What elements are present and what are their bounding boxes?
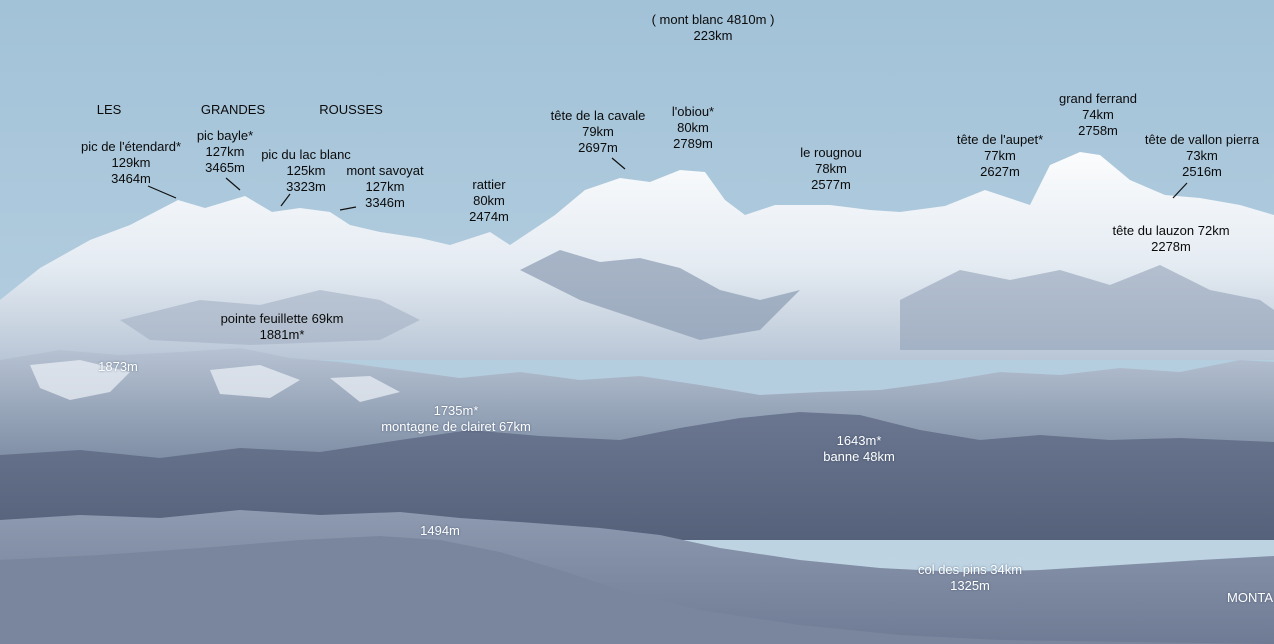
label-altitude: 2278m <box>1151 239 1191 254</box>
label-name: col des pins 34km <box>917 562 1023 577</box>
label-name: le rougnou <box>800 145 862 160</box>
label-distance: 127km <box>365 179 405 194</box>
label-rattier: rattier 80km 2474m <box>469 177 509 225</box>
label-lac-blanc: pic du lac blanc 125km 3323m <box>261 147 351 195</box>
label-lauzon: tête du lauzon 72km 2278m <box>1112 223 1229 255</box>
label-altitude: 3346m <box>365 195 405 210</box>
label-name: montagne de clairet 67km <box>381 419 531 434</box>
label-name: mont savoyat <box>346 163 424 178</box>
label-name: tête de l'aupet* <box>956 132 1044 147</box>
label-distance: 78km <box>815 161 847 176</box>
label-altitude: 3465m <box>205 160 245 175</box>
label-monta: MONTA <box>1227 590 1273 606</box>
label-altitude: 2758m <box>1078 123 1118 138</box>
label-obiou: l'obiou* 80km 2789m <box>672 104 714 152</box>
label-name: tête de la cavale <box>550 108 646 123</box>
label-rougnou: le rougnou 78km 2577m <box>800 145 861 193</box>
leader-lines <box>147 157 1188 211</box>
label-distance: 79km <box>582 124 614 139</box>
label-text: MONTA <box>1227 590 1273 605</box>
label-name: tête de vallon pierra <box>1144 132 1260 147</box>
label-1873m: 1873m <box>98 359 138 375</box>
label-bayle: pic bayle* 127km 3465m <box>197 128 253 176</box>
middle-range <box>0 348 1274 460</box>
label-name: ( mont blanc 4810m ) <box>651 12 775 27</box>
label-savoyat: mont savoyat 127km 3346m <box>346 163 423 211</box>
label-distance: 80km <box>473 193 505 208</box>
lower-hills <box>0 412 1274 540</box>
label-name: pointe feuillette 69km <box>220 311 344 326</box>
label-vallon-pierra: tête de vallon pierra 73km 2516m <box>1145 132 1259 180</box>
label-altitude: 1735m* <box>433 403 479 418</box>
label-les: LES <box>97 102 122 118</box>
label-altitude: 2516m <box>1182 164 1222 179</box>
rock-faces-2 <box>900 265 1274 350</box>
label-name: grand ferrand <box>1058 91 1138 106</box>
rock-faces <box>520 250 800 340</box>
label-distance: 77km <box>984 148 1016 163</box>
label-rousses: ROUSSES <box>319 102 383 118</box>
label-col-des-pins: col des pins 34km 1325m <box>918 562 1022 594</box>
label-ferrand: grand ferrand 74km 2758m <box>1059 91 1137 139</box>
label-name: rattier <box>472 177 506 192</box>
label-name: tête du lauzon 72km <box>1112 223 1230 238</box>
label-altitude: 1643m* <box>836 433 882 448</box>
label-altitude: 1494m <box>420 523 460 538</box>
label-altitude: 3323m <box>286 179 326 194</box>
label-altitude: 1881m* <box>259 327 305 342</box>
label-text: GRANDES <box>200 102 266 117</box>
label-name: l'obiou* <box>671 104 715 119</box>
label-grandes: GRANDES <box>201 102 265 118</box>
label-banne: 1643m* banne 48km <box>823 433 895 465</box>
label-text: LES <box>96 102 122 117</box>
label-text: ROUSSES <box>319 102 383 117</box>
label-distance: 74km <box>1082 107 1114 122</box>
label-altitude: 3464m <box>111 171 151 186</box>
label-clairet: 1735m* montagne de clairet 67km <box>381 403 531 435</box>
rock-faces-3 <box>120 290 420 345</box>
label-cavale: tête de la cavale 79km 2697m <box>551 108 646 156</box>
label-1494m: 1494m <box>420 523 460 539</box>
snow-patches <box>30 360 400 402</box>
label-distance: 80km <box>677 120 709 135</box>
label-altitude: 2789m <box>673 136 713 151</box>
label-altitude: 2697m <box>578 140 618 155</box>
label-name: pic bayle* <box>196 128 254 143</box>
label-etendard: pic de l'étendard* 129km 3464m <box>81 139 181 187</box>
label-distance: 127km <box>205 144 245 159</box>
label-altitude: 2627m <box>980 164 1020 179</box>
label-distance: 223km <box>693 28 733 43</box>
label-aupet: tête de l'aupet* 77km 2627m <box>957 132 1043 180</box>
label-name: pic de l'étendard* <box>80 139 182 154</box>
label-altitude: 2577m <box>811 177 851 192</box>
label-feuillette: pointe feuillette 69km 1881m* <box>221 311 344 343</box>
label-altitude: 1325m <box>950 578 990 593</box>
label-name: banne 48km <box>823 449 895 464</box>
label-mont-blanc: ( mont blanc 4810m ) 223km <box>652 12 775 44</box>
label-distance: 125km <box>286 163 326 178</box>
label-altitude: 2474m <box>469 209 509 224</box>
label-altitude: 1873m <box>98 359 138 374</box>
label-distance: 73km <box>1186 148 1218 163</box>
label-name: pic du lac blanc <box>261 147 351 162</box>
label-distance: 129km <box>111 155 151 170</box>
foreground-ridge <box>0 536 1274 644</box>
